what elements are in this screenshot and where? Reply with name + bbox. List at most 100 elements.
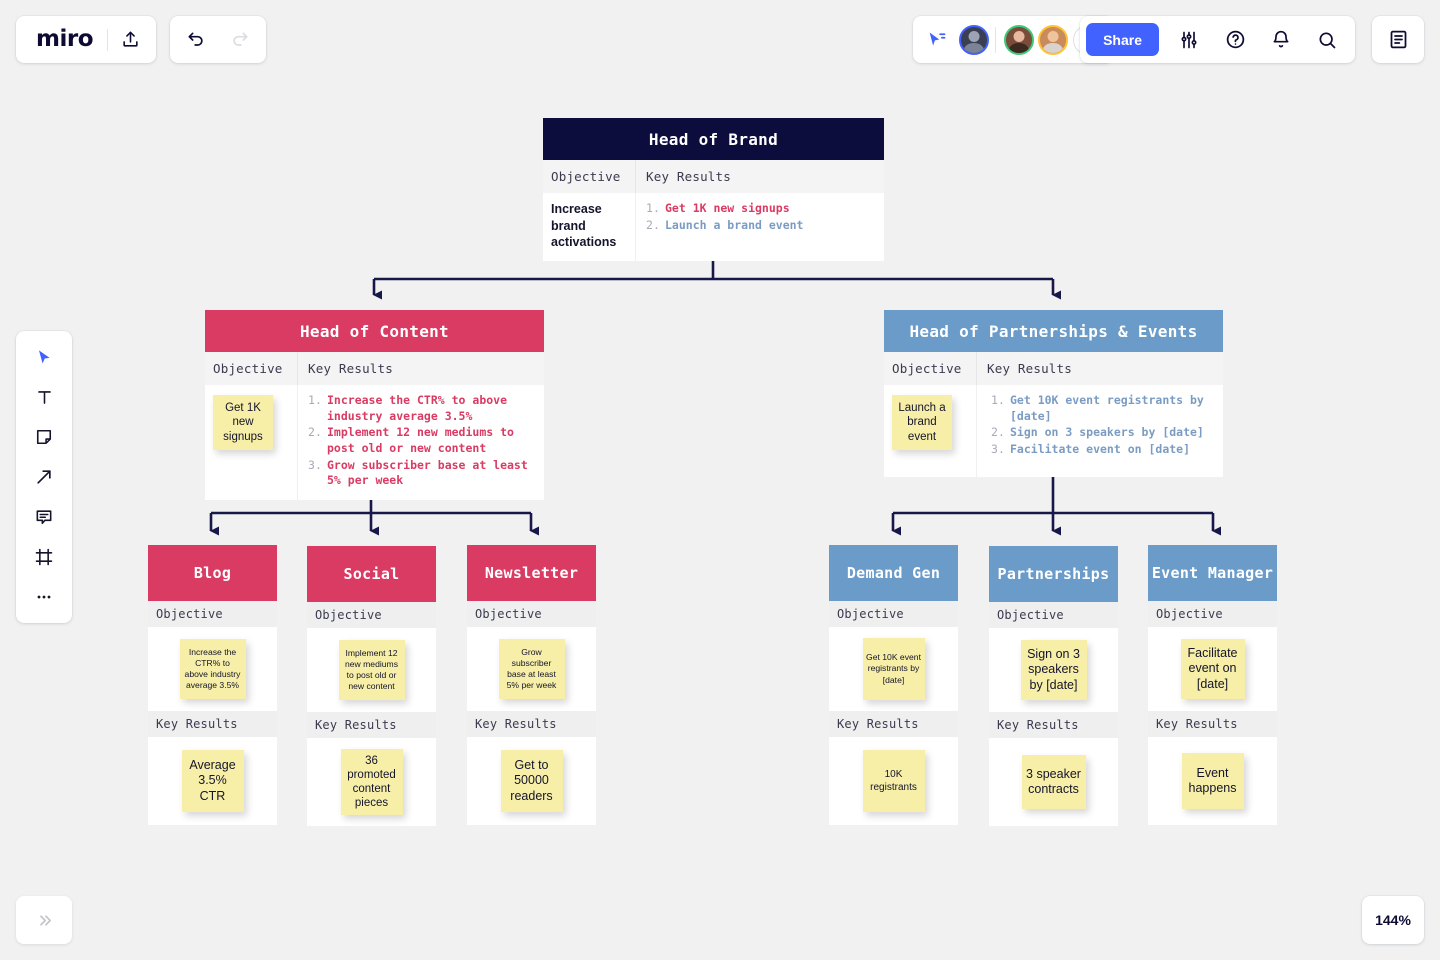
zoom-level-control[interactable]: 144% bbox=[1362, 896, 1424, 944]
sticky-note-objective[interactable]: Sign on 3 speakers by [date] bbox=[1020, 640, 1087, 700]
column-header-key-results: Key Results bbox=[635, 160, 884, 193]
share-cursor-button[interactable] bbox=[919, 18, 955, 62]
band-key-results: Key Results bbox=[148, 711, 277, 737]
key-result-slot: 10K registrants bbox=[829, 737, 958, 825]
avatar[interactable] bbox=[959, 24, 989, 55]
objective-text: Increase brand activations bbox=[551, 202, 617, 249]
objective-slot: Facilitate event on [date] bbox=[1148, 627, 1277, 711]
help-button[interactable] bbox=[1213, 18, 1257, 62]
notifications-button[interactable] bbox=[1259, 18, 1303, 62]
more-tools[interactable] bbox=[22, 577, 66, 617]
sticky-note-key-result[interactable]: 10K registrants bbox=[862, 750, 925, 812]
sticky-note-objective[interactable]: Grow subscriber base at least 5% per wee… bbox=[498, 639, 565, 699]
card-body: Increase brand activations Get 1K new si… bbox=[543, 193, 884, 261]
card-title: Social bbox=[307, 546, 436, 602]
sticky-note-objective[interactable]: Get 1K new signups bbox=[213, 395, 273, 450]
select-tool[interactable] bbox=[22, 337, 66, 377]
sticky-note-key-result[interactable]: Event happens bbox=[1181, 753, 1244, 809]
undo-button[interactable] bbox=[174, 18, 218, 62]
redo-button[interactable] bbox=[218, 18, 262, 62]
card-head-of-brand[interactable]: Head of Brand Objective Key Results Incr… bbox=[543, 118, 884, 261]
key-results-list: Get 1K new signups Launch a brand event bbox=[646, 201, 876, 233]
sticky-note-objective[interactable]: Increase the CTR% to above industry aver… bbox=[179, 639, 246, 699]
question-circle-icon bbox=[1226, 30, 1244, 49]
column-header-key-results: Key Results bbox=[976, 352, 1223, 385]
avatar[interactable] bbox=[1038, 24, 1068, 55]
card-column-headers: Objective Key Results bbox=[543, 160, 884, 193]
ellipsis-icon bbox=[37, 595, 51, 599]
sticky-note-key-result[interactable]: 3 speaker contracts bbox=[1021, 755, 1086, 809]
card-social[interactable]: Social Objective Implement 12 new medium… bbox=[307, 546, 436, 826]
comment-tool[interactable] bbox=[22, 497, 66, 537]
band-objective: Objective bbox=[829, 601, 958, 627]
cursor-share-icon bbox=[929, 32, 945, 46]
key-result-item: Get 10K event registrants by [date] bbox=[991, 393, 1204, 423]
key-result-item: Sign on 3 speakers by [date] bbox=[991, 425, 1204, 440]
actions-toolbar: Share bbox=[1080, 16, 1355, 63]
key-result-item: Implement 12 new mediums to post old or … bbox=[308, 425, 514, 455]
text-tool[interactable] bbox=[22, 377, 66, 417]
band-key-results: Key Results bbox=[467, 711, 596, 737]
band-key-results: Key Results bbox=[829, 711, 958, 737]
redo-icon bbox=[233, 32, 248, 46]
search-icon bbox=[1319, 32, 1336, 48]
key-result-item: Get 1K new signups bbox=[646, 201, 790, 216]
band-key-results: Key Results bbox=[989, 712, 1118, 738]
expand-panel-button[interactable] bbox=[16, 896, 72, 944]
card-title: Head of Partnerships & Events bbox=[884, 310, 1223, 352]
sticky-note-objective[interactable]: Facilitate event on [date] bbox=[1180, 639, 1245, 699]
band-key-results: Key Results bbox=[307, 712, 436, 738]
left-toolbar bbox=[16, 331, 72, 623]
card-blog[interactable]: Blog Objective Increase the CTR% to abov… bbox=[148, 545, 277, 825]
sticky-note-key-result[interactable]: Get to 50000 readers bbox=[500, 750, 563, 812]
card-event-manager[interactable]: Event Manager Objective Facilitate event… bbox=[1148, 545, 1277, 825]
right-panel-toolbar bbox=[1372, 16, 1424, 63]
card-column-headers: Objective Key Results bbox=[884, 352, 1223, 385]
band-objective: Objective bbox=[467, 601, 596, 627]
column-header-objective: Objective bbox=[892, 361, 962, 376]
search-button[interactable] bbox=[1305, 18, 1349, 62]
card-demand-gen[interactable]: Demand Gen Objective Get 10K event regis… bbox=[829, 545, 958, 825]
card-title: Blog bbox=[148, 545, 277, 601]
upload-button[interactable] bbox=[108, 18, 152, 62]
avatar-body bbox=[1008, 42, 1030, 53]
board-settings-button[interactable] bbox=[1167, 18, 1211, 62]
sticky-note-objective[interactable]: Get 10K event registrants by [date] bbox=[862, 638, 925, 700]
sliders-icon bbox=[1181, 31, 1197, 48]
sticky-note-icon bbox=[36, 429, 52, 445]
card-title: Head of Brand bbox=[543, 118, 884, 160]
sticky-note-objective[interactable]: Launch a brand event bbox=[892, 395, 952, 450]
bell-icon bbox=[1273, 30, 1289, 47]
sticky-note-key-result[interactable]: Average 3.5% CTR bbox=[181, 750, 244, 812]
key-results-list: Increase the CTR% to above industry aver… bbox=[308, 393, 536, 489]
avatar-body bbox=[1042, 42, 1064, 53]
objective-slot: Increase the CTR% to above industry aver… bbox=[148, 627, 277, 711]
objective-slot: Implement 12 new mediums to post old or … bbox=[307, 628, 436, 712]
key-result-item: Grow subscriber base at least 5% per wee… bbox=[308, 457, 528, 488]
card-partnerships[interactable]: Partnerships Objective Sign on 3 speaker… bbox=[989, 546, 1118, 826]
band-objective: Objective bbox=[148, 601, 277, 627]
column-header-objective: Objective bbox=[213, 361, 283, 376]
card-head-of-partnerships-events[interactable]: Head of Partnerships & Events Objective … bbox=[884, 310, 1223, 477]
document-panel-icon bbox=[1390, 30, 1406, 49]
card-newsletter[interactable]: Newsletter Objective Grow subscriber bas… bbox=[467, 545, 596, 825]
card-head-of-content[interactable]: Head of Content Objective Key Results Ge… bbox=[205, 310, 544, 500]
share-button[interactable]: Share bbox=[1086, 23, 1159, 56]
shapes-arrow-tool[interactable] bbox=[22, 457, 66, 497]
avatar[interactable] bbox=[1004, 24, 1034, 55]
sticky-note-key-result[interactable]: 36 promoted content pieces bbox=[340, 749, 403, 815]
key-result-slot: 3 speaker contracts bbox=[989, 738, 1118, 826]
frame-icon bbox=[35, 548, 53, 566]
notes-panel-button[interactable] bbox=[1376, 18, 1420, 62]
frame-tool[interactable] bbox=[22, 537, 66, 577]
sticky-note-objective[interactable]: Implement 12 new mediums to post old or … bbox=[338, 640, 405, 700]
objective-slot: Sign on 3 speakers by [date] bbox=[989, 628, 1118, 712]
key-result-slot: 36 promoted content pieces bbox=[307, 738, 436, 826]
miro-logo[interactable]: miro bbox=[36, 26, 94, 52]
card-title: Demand Gen bbox=[829, 545, 958, 601]
sticky-note-tool[interactable] bbox=[22, 417, 66, 457]
card-title: Newsletter bbox=[467, 545, 596, 601]
objective-slot: Grow subscriber base at least 5% per wee… bbox=[467, 627, 596, 711]
